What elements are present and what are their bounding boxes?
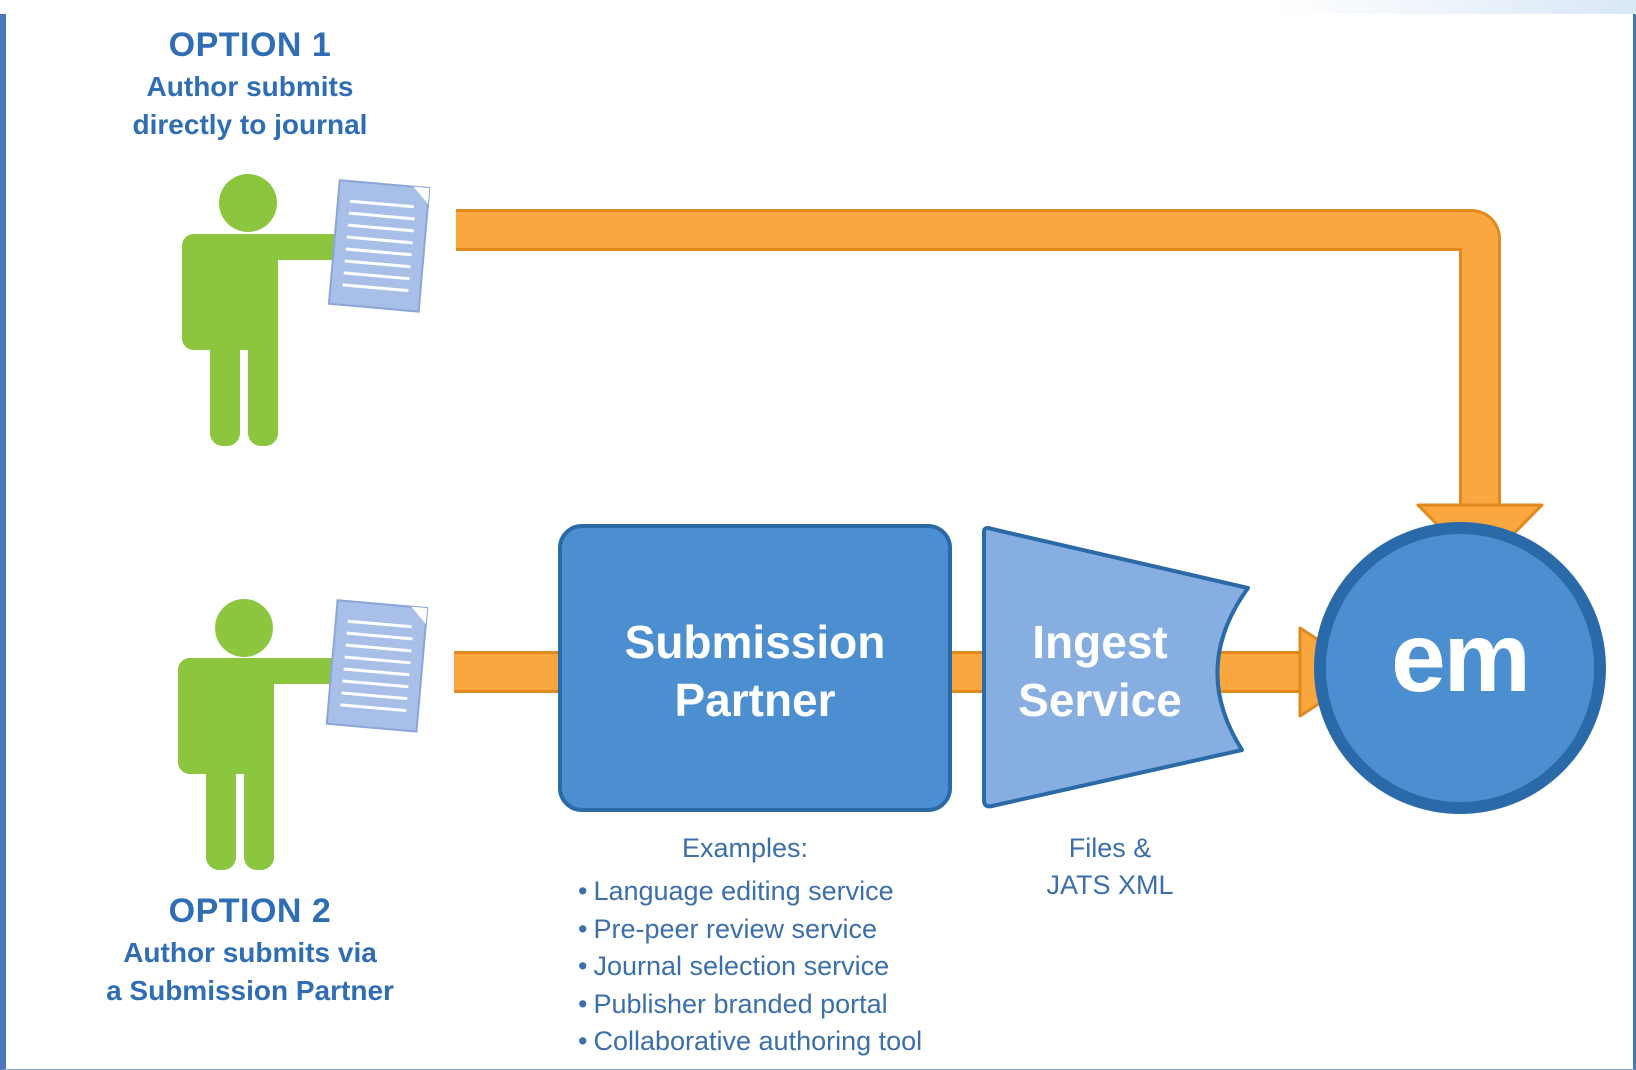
files-note-line2: JATS XML bbox=[1046, 870, 1174, 900]
option2-line2: a Submission Partner bbox=[106, 975, 394, 1006]
examples-item: Journal selection service bbox=[578, 948, 922, 986]
examples-list: Language editing service Pre-peer review… bbox=[578, 873, 922, 1061]
option1-arrow bbox=[456, 209, 1544, 570]
document-icon-option2 bbox=[325, 599, 429, 733]
option1-line2: directly to journal bbox=[132, 109, 368, 140]
examples-item: Language editing service bbox=[578, 873, 922, 911]
em-logo-text: em bbox=[1391, 602, 1531, 712]
document-icon-option1 bbox=[327, 179, 431, 313]
ingest-service-shape bbox=[982, 526, 1250, 809]
option1-title: OPTION 1 bbox=[168, 26, 332, 64]
person-icon-option1 bbox=[182, 174, 356, 446]
ingest-service-line2: Service bbox=[1018, 674, 1182, 726]
option2-line1: Author submits via bbox=[123, 937, 377, 968]
submission-partner-box bbox=[558, 524, 952, 812]
option1-line1: Author submits bbox=[146, 71, 354, 102]
em-circle bbox=[1314, 522, 1606, 814]
examples-heading: Examples: bbox=[681, 833, 809, 863]
person-icon-option2 bbox=[178, 599, 354, 870]
examples-item: Collaborative authoring tool bbox=[578, 1023, 922, 1061]
submission-partner-line2: Partner bbox=[674, 674, 836, 726]
ingest-service-line1: Ingest bbox=[1032, 616, 1168, 668]
top-bar bbox=[0, 0, 1636, 14]
examples-item: Publisher branded portal bbox=[578, 986, 922, 1024]
option2-title: OPTION 2 bbox=[168, 892, 332, 930]
files-note-line1: Files & bbox=[1068, 833, 1152, 863]
submission-partner-line1: Submission bbox=[624, 616, 886, 668]
examples-item: Pre-peer review service bbox=[578, 911, 922, 949]
